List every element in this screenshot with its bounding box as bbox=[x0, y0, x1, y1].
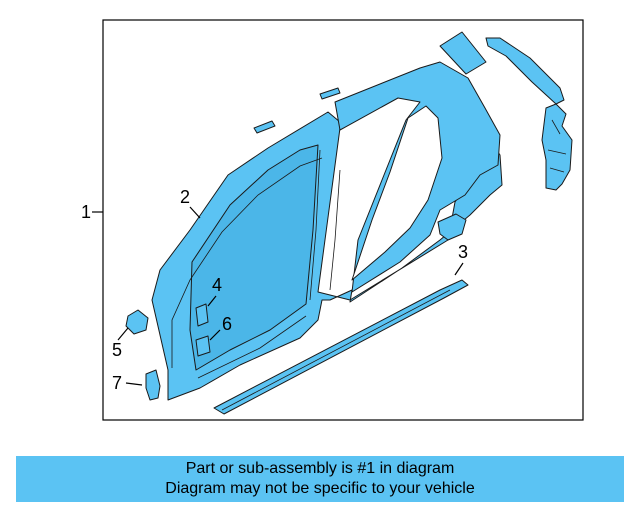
bracket-4[interactable] bbox=[195, 303, 209, 327]
rear-quarter-glass[interactable] bbox=[439, 31, 487, 75]
callout-7-leader bbox=[125, 382, 143, 386]
callout-3-leader bbox=[454, 262, 464, 276]
callout-5[interactable]: 5 bbox=[112, 340, 122, 360]
side-panel-outer[interactable] bbox=[151, 61, 503, 401]
caption-line-2: Diagram may not be specific to your vehi… bbox=[165, 480, 475, 497]
callout-6[interactable]: 6 bbox=[222, 314, 232, 334]
caption-bar: Part or sub-assembly is #1 in diagram Di… bbox=[16, 456, 624, 502]
parts-diagram: 1 2 3 4 5 6 7 bbox=[81, 19, 584, 421]
callout-2-leader bbox=[189, 206, 201, 219]
wheel-arch-bracket[interactable] bbox=[437, 213, 467, 241]
callout-4[interactable]: 4 bbox=[212, 275, 222, 295]
callout-6-leader bbox=[209, 329, 221, 341]
roof-rail-bracket-front[interactable] bbox=[253, 120, 276, 134]
callout-1[interactable]: 1 bbox=[81, 202, 91, 222]
bracket-6[interactable] bbox=[195, 335, 211, 357]
callout-3[interactable]: 3 bbox=[458, 242, 468, 262]
bracket-5[interactable] bbox=[125, 309, 149, 335]
assembly-frame bbox=[102, 19, 584, 421]
roof-rail-bracket-mid[interactable] bbox=[319, 87, 341, 100]
bracket-7[interactable] bbox=[145, 369, 161, 401]
callout-4-leader bbox=[207, 295, 217, 307]
callout-2[interactable]: 2 bbox=[180, 187, 190, 207]
callout-5-leader bbox=[117, 327, 129, 341]
caption-line-1: Part or sub-assembly is #1 in diagram bbox=[185, 460, 455, 477]
callout-7[interactable]: 7 bbox=[112, 373, 122, 393]
rear-extension-bracket[interactable] bbox=[541, 103, 573, 191]
rear-rail-reinforcement[interactable] bbox=[485, 37, 565, 105]
